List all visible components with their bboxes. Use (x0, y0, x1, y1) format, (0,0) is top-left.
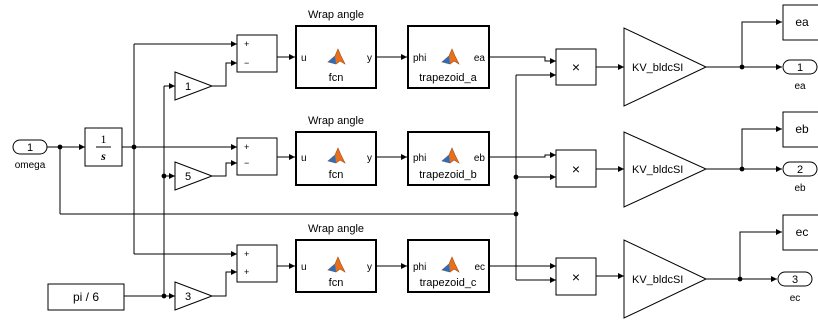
goto-block-eb[interactable]: eb (782, 111, 818, 148)
fcn-block-c[interactable]: u y fcn (295, 239, 377, 293)
gain-value: 3 (185, 291, 191, 303)
sum-block-c[interactable]: + + (236, 244, 278, 283)
sum-sign: − (244, 58, 249, 68)
kv-gain-block-b[interactable]: KV_bldcSI (623, 131, 708, 208)
wrap-angle-label: Wrap angle (308, 115, 364, 127)
kv-gain-block-a[interactable]: KV_bldcSI (623, 27, 708, 107)
product-block-b[interactable]: × (555, 149, 597, 188)
trapezoid-in-port: phi (413, 153, 426, 164)
trapezoid-in-port: phi (413, 262, 426, 273)
fcn-in-port: u (301, 153, 307, 164)
trapezoid-block-b[interactable]: phi eb trapezoid_b (407, 131, 490, 186)
fcn-block-a[interactable]: u y fcn (295, 25, 377, 89)
outport-ec[interactable]: 3 ec (777, 271, 813, 304)
trapezoid-block-a[interactable]: phi ea trapezoid_a (407, 25, 490, 89)
trapezoid-out-port: ec (474, 262, 485, 273)
sum-sign: + (244, 142, 249, 152)
wrap-angle-label: Wrap angle (308, 9, 364, 21)
inport-omega[interactable]: 1 omega (12, 139, 48, 171)
trapezoid-name: trapezoid_b (419, 169, 477, 181)
product-block-a[interactable]: × (555, 48, 597, 86)
fcn-name: fcn (329, 277, 344, 289)
arrowheads (79, 19, 782, 299)
trapezoid-in-port: phi (413, 53, 426, 64)
fcn-in-port: u (301, 262, 307, 273)
sum-sign: + (244, 267, 249, 277)
fcn-out-port: y (367, 53, 372, 64)
sum-block-a[interactable]: + − (236, 34, 278, 73)
gain-block-b[interactable]: 5 (174, 161, 214, 191)
trapezoid-out-port: ea (474, 53, 486, 64)
inport-number: 1 (27, 142, 33, 154)
gain-block-a[interactable]: 1 (174, 71, 214, 101)
outport-number: 3 (792, 274, 798, 286)
outport-number: 1 (797, 62, 803, 74)
goto-block-ec[interactable]: ec (782, 214, 818, 251)
sum-sign: + (244, 249, 249, 259)
kv-gain-block-c[interactable]: KV_bldcSI (623, 239, 708, 319)
product-symbol: × (572, 59, 580, 75)
inport-name: omega (15, 160, 46, 171)
constant-block[interactable]: pi / 6 (47, 283, 125, 311)
kv-gain-label: KV_bldcSI (632, 274, 683, 286)
gain-value: 1 (185, 81, 191, 93)
product-symbol: × (572, 161, 580, 177)
product-symbol: × (572, 269, 580, 285)
outport-name: eb (794, 183, 806, 194)
integrator-numerator: 1 (101, 132, 107, 146)
fcn-block-b[interactable]: u y fcn (295, 131, 377, 186)
outport-number: 2 (797, 164, 803, 176)
integrator-block[interactable]: 1 s (84, 127, 123, 167)
junction-dots (57, 64, 745, 299)
fcn-out-port: y (367, 262, 372, 273)
trapezoid-block-c[interactable]: phi ec trapezoid_c (407, 239, 490, 293)
outport-name: ec (790, 293, 801, 304)
fcn-out-port: y (367, 153, 372, 164)
sum-sign: + (244, 39, 249, 49)
outport-name: ea (794, 81, 806, 92)
integrator-denominator: s (100, 149, 106, 163)
goto-tag: ec (796, 225, 809, 239)
outport-ea[interactable]: 1 ea (782, 59, 818, 92)
kv-gain-label: KV_bldcSI (632, 62, 683, 74)
product-block-c[interactable]: × (555, 257, 597, 296)
fcn-in-port: u (301, 53, 307, 64)
goto-tag: eb (795, 122, 809, 136)
trapezoid-name: trapezoid_c (420, 277, 477, 289)
trapezoid-name: trapezoid_a (419, 72, 477, 84)
kv-gain-label: KV_bldcSI (632, 164, 683, 176)
fcn-name: fcn (329, 169, 344, 181)
goto-block-ea[interactable]: ea (782, 4, 818, 41)
goto-tag: ea (795, 15, 809, 29)
outport-eb[interactable]: 2 eb (782, 161, 818, 194)
gain-block-c[interactable]: 3 (174, 281, 214, 311)
sum-block-b[interactable]: + − (236, 137, 278, 176)
sum-sign: − (244, 158, 249, 168)
trapezoid-out-port: eb (474, 153, 486, 164)
gain-value: 5 (185, 171, 191, 183)
constant-value: pi / 6 (73, 290, 99, 304)
wrap-angle-label: Wrap angle (308, 223, 364, 235)
fcn-name: fcn (329, 72, 344, 84)
